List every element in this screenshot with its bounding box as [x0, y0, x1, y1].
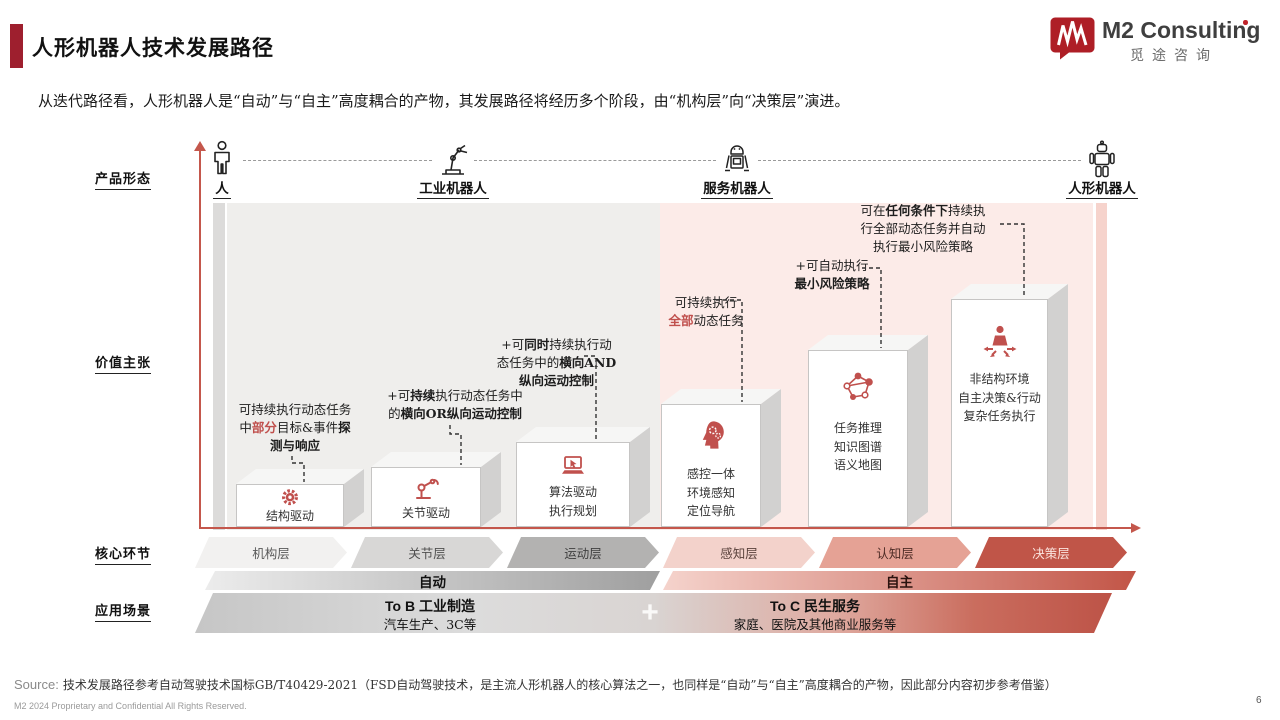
value-box-label: 任务推理 知识图谱 语义地图	[833, 421, 882, 473]
stage-mechanism-layer: 机构层	[195, 537, 347, 568]
product-label-service-robot: 服务机器人	[697, 177, 777, 199]
humanoid-robot-icon	[1089, 140, 1115, 178]
page-title: 人形机器人技术发展路径	[32, 35, 274, 60]
y-axis	[199, 150, 201, 528]
value-box-label: 非结构环境 自主决策&行动 复杂任务执行	[958, 372, 1041, 424]
value-box-label: 感控一体 环境感知 定位导航	[686, 467, 735, 519]
x-axis-arrowhead	[1131, 523, 1141, 533]
row-label-value-proposition: 价值主张	[95, 352, 152, 374]
mode-bar-autonomous: 自主	[663, 571, 1136, 590]
value-box-joint-drive: 关节驱动	[371, 467, 481, 527]
decision-person-icon	[983, 325, 1016, 357]
stage-decision-layer: 决策层	[975, 537, 1127, 568]
toc-desc: 家庭、医院及其他商业服务等	[733, 617, 897, 633]
gear-icon	[282, 489, 298, 506]
annotation-joint: +可持续执行动态任务中的横向OR纵向运动控制	[387, 388, 523, 422]
product-label-humanoid-robot: 人形机器人	[1062, 177, 1142, 199]
product-dashed-connector	[758, 160, 1081, 161]
value-box-autonomous-decision: 非结构环境 自主决策&行动 复杂任务执行	[951, 299, 1048, 527]
logo-i-dot	[1243, 20, 1248, 25]
annotation-cognition: +可自动执行最小风险策略	[794, 258, 870, 292]
annotation-perception: 可持续执行全部动态任务	[668, 295, 744, 329]
service-robot-icon	[725, 145, 749, 172]
industrial-robot-icon	[442, 144, 468, 175]
product-label-industrial-robot: 工业机器人	[413, 177, 493, 199]
person-icon	[214, 140, 230, 175]
value-box-algorithm-drive: 算法驱动 执行规划	[516, 442, 630, 527]
knowledge-graph-icon	[843, 372, 873, 400]
subtitle: 从迭代路径看，人形机器人是“自动”与“自主”高度耦合的产物，其发展路径将经历多个…	[38, 92, 850, 110]
y-axis-arrowhead	[194, 141, 206, 151]
logo-name: M2 Consulting	[1102, 17, 1261, 43]
source-note: Source:技术发展路径参考自动驾驶技术国标GB/T40429-2021（FS…	[14, 676, 1244, 693]
row-label-application: 应用场景	[95, 600, 152, 622]
background-strip-pink	[1096, 203, 1107, 530]
product-label-human: 人	[200, 177, 244, 199]
head-gear-icon	[702, 421, 724, 449]
copyright-note: M2 2024 Proprietary and Confidential All…	[14, 701, 247, 711]
logo-chinese-name: 觅途咨询	[1130, 48, 1218, 64]
mode-bar-automatic: 自动	[205, 571, 660, 590]
plus-connector: +	[641, 596, 659, 629]
x-axis	[199, 527, 1133, 529]
company-logo: M2 Consulting 觅途咨询	[1050, 15, 1270, 67]
annotation-decision: 可在任何条件下持续执行全部动态任务并自动执行最小风险策略	[860, 203, 986, 255]
toc-title: To C 民生服务	[770, 598, 860, 614]
page-number: 6	[1256, 695, 1262, 706]
row-label-core-stages: 核心环节	[95, 543, 152, 565]
laptop-cursor-icon	[562, 456, 584, 474]
product-dashed-connector	[474, 160, 716, 161]
tob-desc: 汽车生产、3C等	[383, 617, 477, 633]
stage-cognition-layer: 认知层	[819, 537, 971, 568]
title-accent-bar	[10, 24, 23, 68]
value-box-sense-control: 感控一体 环境感知 定位导航	[661, 404, 761, 527]
value-box-label: 算法驱动 执行规划	[548, 485, 597, 518]
stage-motion-layer: 运动层	[507, 537, 659, 568]
value-box-structure-drive: 结构驱动	[236, 484, 344, 527]
application-tob: To B 工业制造 汽车生产、3C等	[300, 596, 560, 634]
background-strip-gray	[213, 203, 225, 530]
source-prefix: Source:	[14, 677, 59, 692]
m2-logo-icon	[1050, 17, 1095, 60]
core-stage-row: 机构层 关节层 运动层 感知层 认知层 决策层	[195, 537, 1127, 568]
value-box-task-reasoning: 任务推理 知识图谱 语义地图	[808, 350, 908, 527]
stage-perception-layer: 感知层	[663, 537, 815, 568]
application-toc: To C 民生服务 家庭、医院及其他商业服务等	[650, 596, 980, 634]
source-text: 技术发展路径参考自动驾驶技术国标GB/T40429-2021（FSD自动驾驶技术…	[62, 678, 1057, 692]
annotation-structure: 可持续执行动态任务中部分目标&事件探测与响应	[238, 402, 352, 454]
row-label-product-form: 产品形态	[95, 168, 152, 190]
joint-arm-icon	[416, 478, 439, 499]
value-box-label: 结构驱动	[265, 509, 314, 524]
product-dashed-connector	[243, 160, 432, 161]
value-box-label: 关节驱动	[401, 506, 450, 520]
tob-title: To B 工业制造	[385, 598, 475, 614]
stage-joint-layer: 关节层	[351, 537, 503, 568]
application-bar	[195, 593, 1112, 633]
